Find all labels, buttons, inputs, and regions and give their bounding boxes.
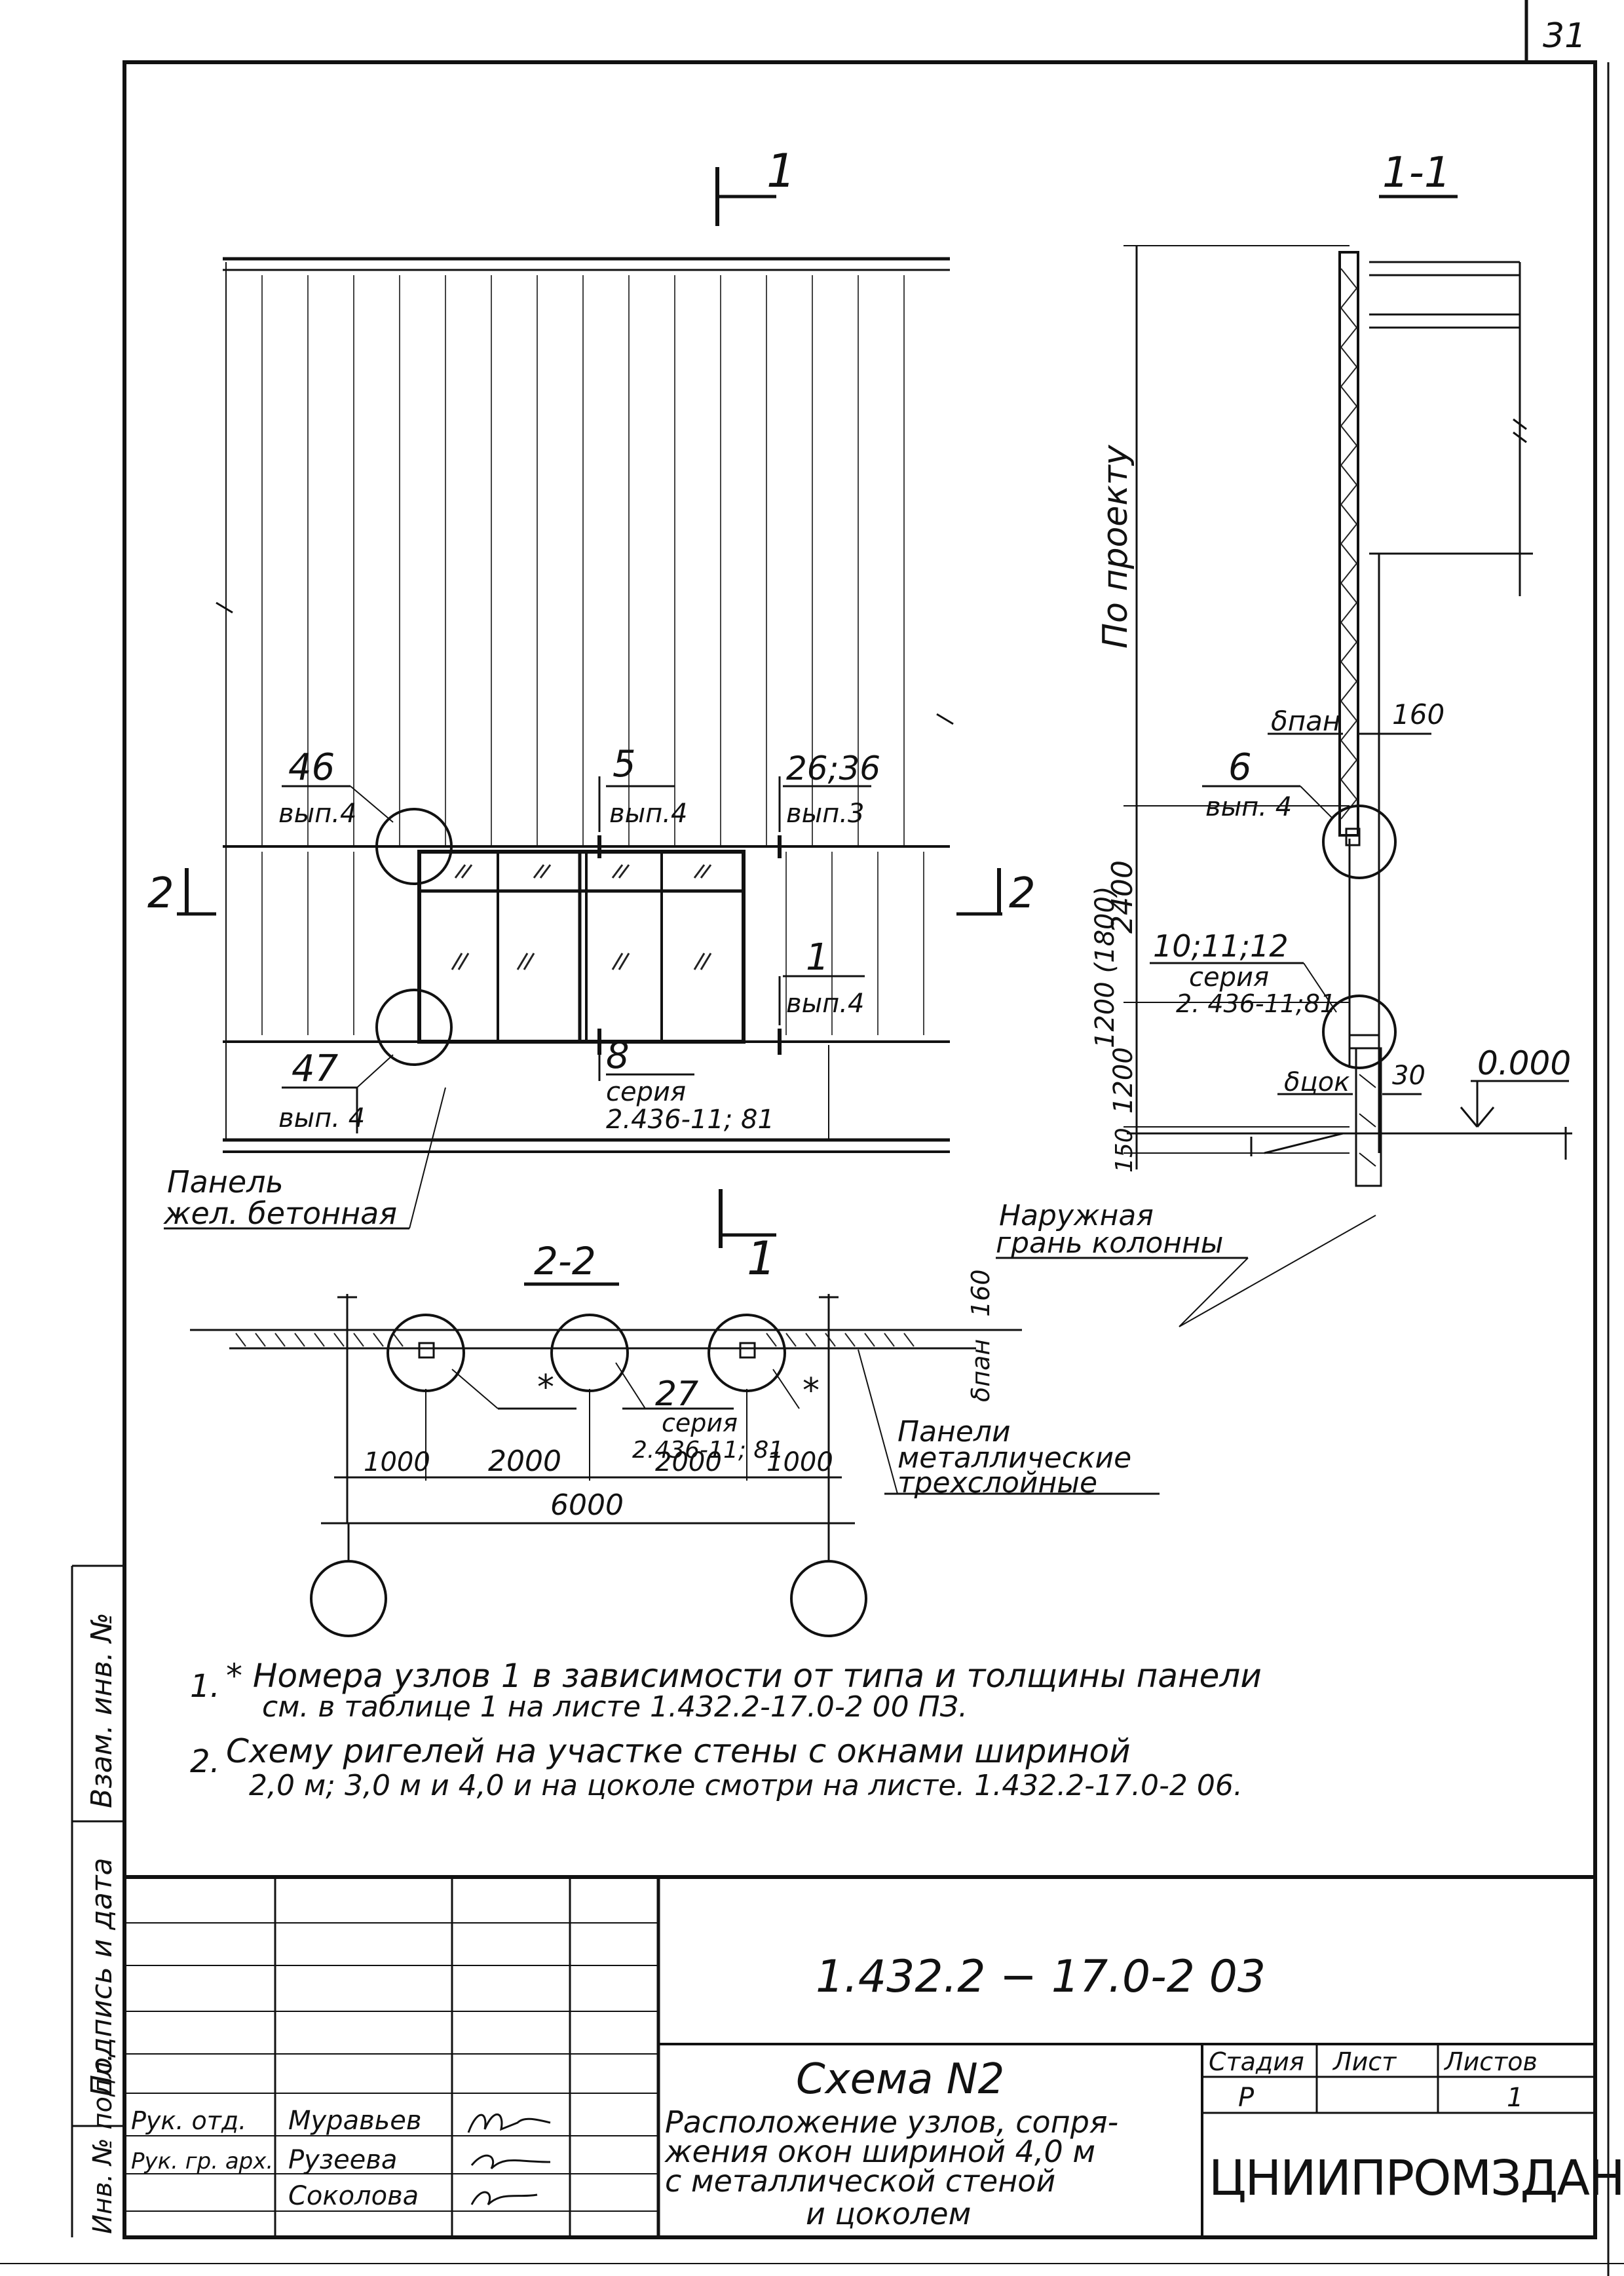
note-2-number: 2. <box>190 1743 220 1780</box>
section-1-mark-top: 1 <box>766 144 796 198</box>
stage-header: Стадия <box>1209 2047 1304 2076</box>
node-27-label: 27 <box>655 1375 698 1414</box>
role-1: Рук. отд. <box>131 2106 246 2135</box>
panels-line3: трехслойные <box>897 1466 1097 1500</box>
project-dim-label: По проекту <box>1096 444 1135 649</box>
name-1: Муравьев <box>288 2106 421 2136</box>
dim-1000-right: 1000 <box>766 1447 833 1477</box>
title-block: 1.432.2 − 17.0-2 03 Схема N2 Расположени… <box>124 1875 1624 2237</box>
node-27-series: 2.436-11; 81 <box>632 1437 784 1464</box>
bpan-label-2-2: δпан <box>966 1339 995 1402</box>
node-6-label: 6 <box>1228 746 1252 789</box>
document-code: 1.432.2 − 17.0-2 03 <box>816 1951 1266 2003</box>
dim-2000-left: 2000 <box>488 1445 561 1478</box>
description-line4: и цоколем <box>806 2196 971 2231</box>
elevation-labels: 46 вып.4 5 вып.4 26;36 вып.3 1 вып.4 47 … <box>163 743 880 1231</box>
side-stamp-sign-date: Подпись и дата <box>85 1858 119 2096</box>
dim-1800-1200: 1200 (1800) <box>1090 886 1120 1048</box>
sheet-number: 31 <box>1543 16 1586 56</box>
dim-6000: 6000 <box>550 1489 624 1522</box>
node-star-right: * <box>803 1371 820 1411</box>
description-line3: с металлической стеной <box>665 2163 1055 2199</box>
node-27-series-label: серия <box>662 1409 738 1437</box>
outer-face-line2: грань колонны <box>996 1226 1224 1260</box>
section-1-1: 1-1 <box>1090 149 1572 1187</box>
node-26-36-ref: вып.3 <box>786 799 864 829</box>
note-1-line2: см. в таблице 1 на листе 1.432.2-17.0-2 … <box>262 1690 968 1724</box>
name-2: Рузеева <box>288 2145 397 2175</box>
role-2: Рук. гр. арх. <box>131 2148 273 2174</box>
node-1-label: 1 <box>806 936 829 979</box>
side-stamp: Взам. инв. № Подпись и дата Инв. № подл. <box>71 1565 124 2237</box>
side-stamp-inv-zam: Взам. инв. № <box>85 1612 119 1808</box>
node-8-series-label: серия <box>606 1077 686 1107</box>
node-8-label: 8 <box>606 1034 630 1077</box>
scheme-title: Схема N2 <box>796 2055 1004 2104</box>
bcok-label: δцок <box>1284 1067 1350 1097</box>
sheet-frame <box>123 60 1597 2239</box>
panel-ribs-upper <box>261 275 905 845</box>
dim-1000-left: 1000 <box>364 1447 430 1477</box>
dim-2400: 2400 <box>1106 860 1139 934</box>
dim-1200: 1200 <box>1108 1047 1139 1114</box>
note-2-line2: 2,0 м; 3,0 м и 4,0 и на цоколе смотри на… <box>249 1769 1243 1802</box>
panels-line2: металлические <box>897 1441 1131 1475</box>
node-circle-46 <box>375 808 453 885</box>
description-line2: жения окон шириной 4,0 м <box>664 2134 1095 2169</box>
section-2-mark-right: 2 <box>1009 869 1036 918</box>
glass-marks <box>451 864 712 970</box>
node-47-ref: вып. 4 <box>278 1103 365 1133</box>
side-stamp-inv-podl: Инв. № подл. <box>88 2053 118 2234</box>
node-26-36-label: 26;36 <box>786 749 880 787</box>
notes: 1. * Номера узлов 1 в зависимости от тип… <box>190 1657 1262 1802</box>
organization: ЦНИИПРОМЗДАНИЙ <box>1209 2149 1624 2207</box>
node-10-12-series: 2. 436-11;81 <box>1176 989 1336 1018</box>
section-2-2-title: 2-2 <box>534 1239 596 1283</box>
node-circle-47 <box>375 989 453 1066</box>
node-46-ref: вып.4 <box>278 799 356 829</box>
section-1-mark-bottom: 1 <box>747 1232 776 1285</box>
dim-160-2-2: 160 <box>966 1269 995 1317</box>
section-1-1-title: 1-1 <box>1382 149 1451 197</box>
node-8-series: 2.436-11; 81 <box>606 1105 774 1135</box>
node-10-12-label: 10;11;12 <box>1153 928 1289 964</box>
dim-30: 30 <box>1392 1061 1426 1091</box>
note-1-line1: * Номера узлов 1 в зависимости от типа и… <box>226 1657 1262 1695</box>
bpan-label-1-1: δпан <box>1271 705 1340 737</box>
section-2-2: 2-2 <box>190 1199 1376 1637</box>
signature-1 <box>467 2114 551 2133</box>
dim-150: 150 <box>1111 1128 1138 1173</box>
name-3: Соколова <box>288 2181 419 2211</box>
facade-elevation <box>216 257 954 1153</box>
node-5-ref: вып.4 <box>609 799 687 829</box>
node-5-label: 5 <box>613 743 636 786</box>
panels-line1: Панели <box>897 1415 1011 1449</box>
stage-value: Р <box>1238 2083 1255 2113</box>
section-2-mark-left: 2 <box>147 869 174 918</box>
sheet-header: Лист <box>1332 2047 1397 2076</box>
sheet-value: 1 <box>1507 2083 1523 2113</box>
dim-2000-right: 2000 <box>655 1447 722 1477</box>
note-2-line1: Схему ригелей на участке стены с окнами … <box>226 1732 1131 1770</box>
note-1-number: 1. <box>190 1668 220 1705</box>
node-10-12-series-label: серия <box>1189 962 1269 993</box>
dim-160-1-1: 160 <box>1392 698 1445 730</box>
outer-face-line1: Наружная <box>999 1199 1154 1232</box>
panel-label-line2: жел. бетонная <box>163 1196 397 1231</box>
node-47-label: 47 <box>292 1048 339 1090</box>
panel-label-line1: Панель <box>167 1164 284 1200</box>
node-46-label: 46 <box>288 746 335 789</box>
panel-ribs-lower <box>261 852 924 1035</box>
node-1-ref: вып.4 <box>786 989 864 1019</box>
node-star-left: * <box>537 1368 554 1407</box>
description-line1: Расположение узлов, сопря- <box>665 2104 1118 2140</box>
signature-3 <box>470 2191 538 2206</box>
signature-2 <box>470 2154 551 2170</box>
node-6-ref: вып. 4 <box>1205 792 1292 822</box>
level-mark: 0.000 <box>1477 1044 1571 1082</box>
sheets-header: Листов <box>1443 2047 1538 2076</box>
section-cut-marks: 1 1 2 2 <box>147 144 1036 1285</box>
